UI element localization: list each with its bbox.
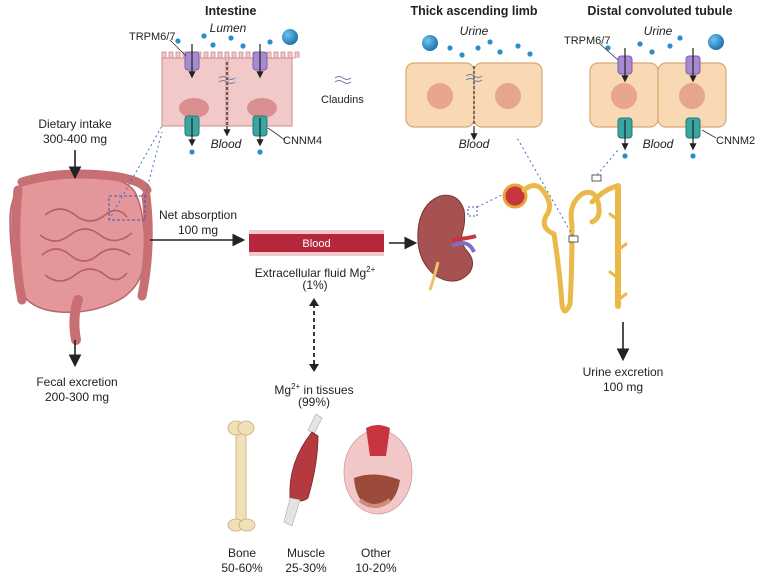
intestine-lumen-label: Lumen bbox=[209, 21, 247, 35]
intestine-organ-icon bbox=[9, 169, 153, 345]
intestine-cnnm-label: CNNM4 bbox=[283, 135, 323, 147]
tal-urine-label: Urine bbox=[459, 24, 489, 38]
dietary-intake-label: Dietary intake bbox=[38, 117, 112, 131]
urine-excretion-amount: 100 mg bbox=[602, 380, 644, 394]
muscle-icon bbox=[283, 413, 323, 527]
tissues-percent: (99%) bbox=[297, 395, 330, 409]
dct-urine-label: Urine bbox=[643, 24, 673, 38]
tal-blood-label: Blood bbox=[458, 137, 490, 151]
claudin-icon bbox=[218, 76, 236, 84]
fecal-excretion-label: Fecal excretion bbox=[36, 375, 118, 389]
tal-title: Thick ascending limb bbox=[410, 4, 538, 18]
tissue-muscle-pct: 25-30% bbox=[285, 561, 327, 575]
urine-excretion-label: Urine excretion bbox=[582, 365, 664, 379]
dct-trpm-label: TRPM6/7 bbox=[564, 35, 611, 47]
blood-bar-label: Blood bbox=[302, 238, 331, 250]
blood-vessel-bar bbox=[249, 230, 384, 256]
intestine-trpm-label: TRPM6/7 bbox=[129, 31, 176, 43]
dct-cnnm-label: CNNM2 bbox=[716, 135, 756, 147]
magnesium-ion-icon bbox=[708, 34, 724, 50]
dct-blood-label: Blood bbox=[642, 137, 674, 151]
magnesium-ion-icon bbox=[422, 35, 438, 51]
tissue-other-pct: 10-20% bbox=[355, 561, 397, 575]
net-absorption-amount: 100 mg bbox=[177, 223, 219, 237]
enterocyte-nucleus bbox=[179, 98, 209, 118]
bone-icon bbox=[227, 420, 256, 532]
tissues-label: Mg2+ in tissues bbox=[274, 382, 354, 397]
magnesium-ion-icon bbox=[282, 29, 298, 45]
tissue-muscle-name: Muscle bbox=[286, 546, 325, 560]
net-absorption-label: Net absorption bbox=[158, 208, 238, 222]
other-organs-icon bbox=[343, 425, 413, 515]
enterocyte-nucleus bbox=[247, 98, 277, 118]
dietary-intake-amount: 300-400 mg bbox=[42, 132, 108, 146]
claudin-legend-icon bbox=[334, 76, 352, 84]
thick-ascending-limb-epithelium bbox=[405, 35, 543, 141]
nephron-icon bbox=[502, 174, 628, 314]
tissue-bone-pct: 50-60% bbox=[221, 561, 263, 575]
fecal-excretion-amount: 200-300 mg bbox=[44, 390, 110, 404]
tissue-other-name: Other bbox=[360, 546, 391, 560]
dct-title: Distal convoluted tubule bbox=[587, 4, 733, 18]
distal-convoluted-tubule-epithelium bbox=[589, 34, 727, 159]
intestine-blood-label: Blood bbox=[210, 137, 242, 151]
ecf-label: Extracellular fluid Mg2+ bbox=[254, 265, 376, 280]
intestine-title: Intestine bbox=[205, 4, 257, 18]
tissue-bone-name: Bone bbox=[227, 546, 257, 560]
kidney-icon bbox=[417, 194, 478, 291]
claudins-label: Claudins bbox=[321, 94, 364, 106]
ecf-percent: (1%) bbox=[302, 278, 328, 292]
intestine-epithelium bbox=[161, 29, 352, 155]
